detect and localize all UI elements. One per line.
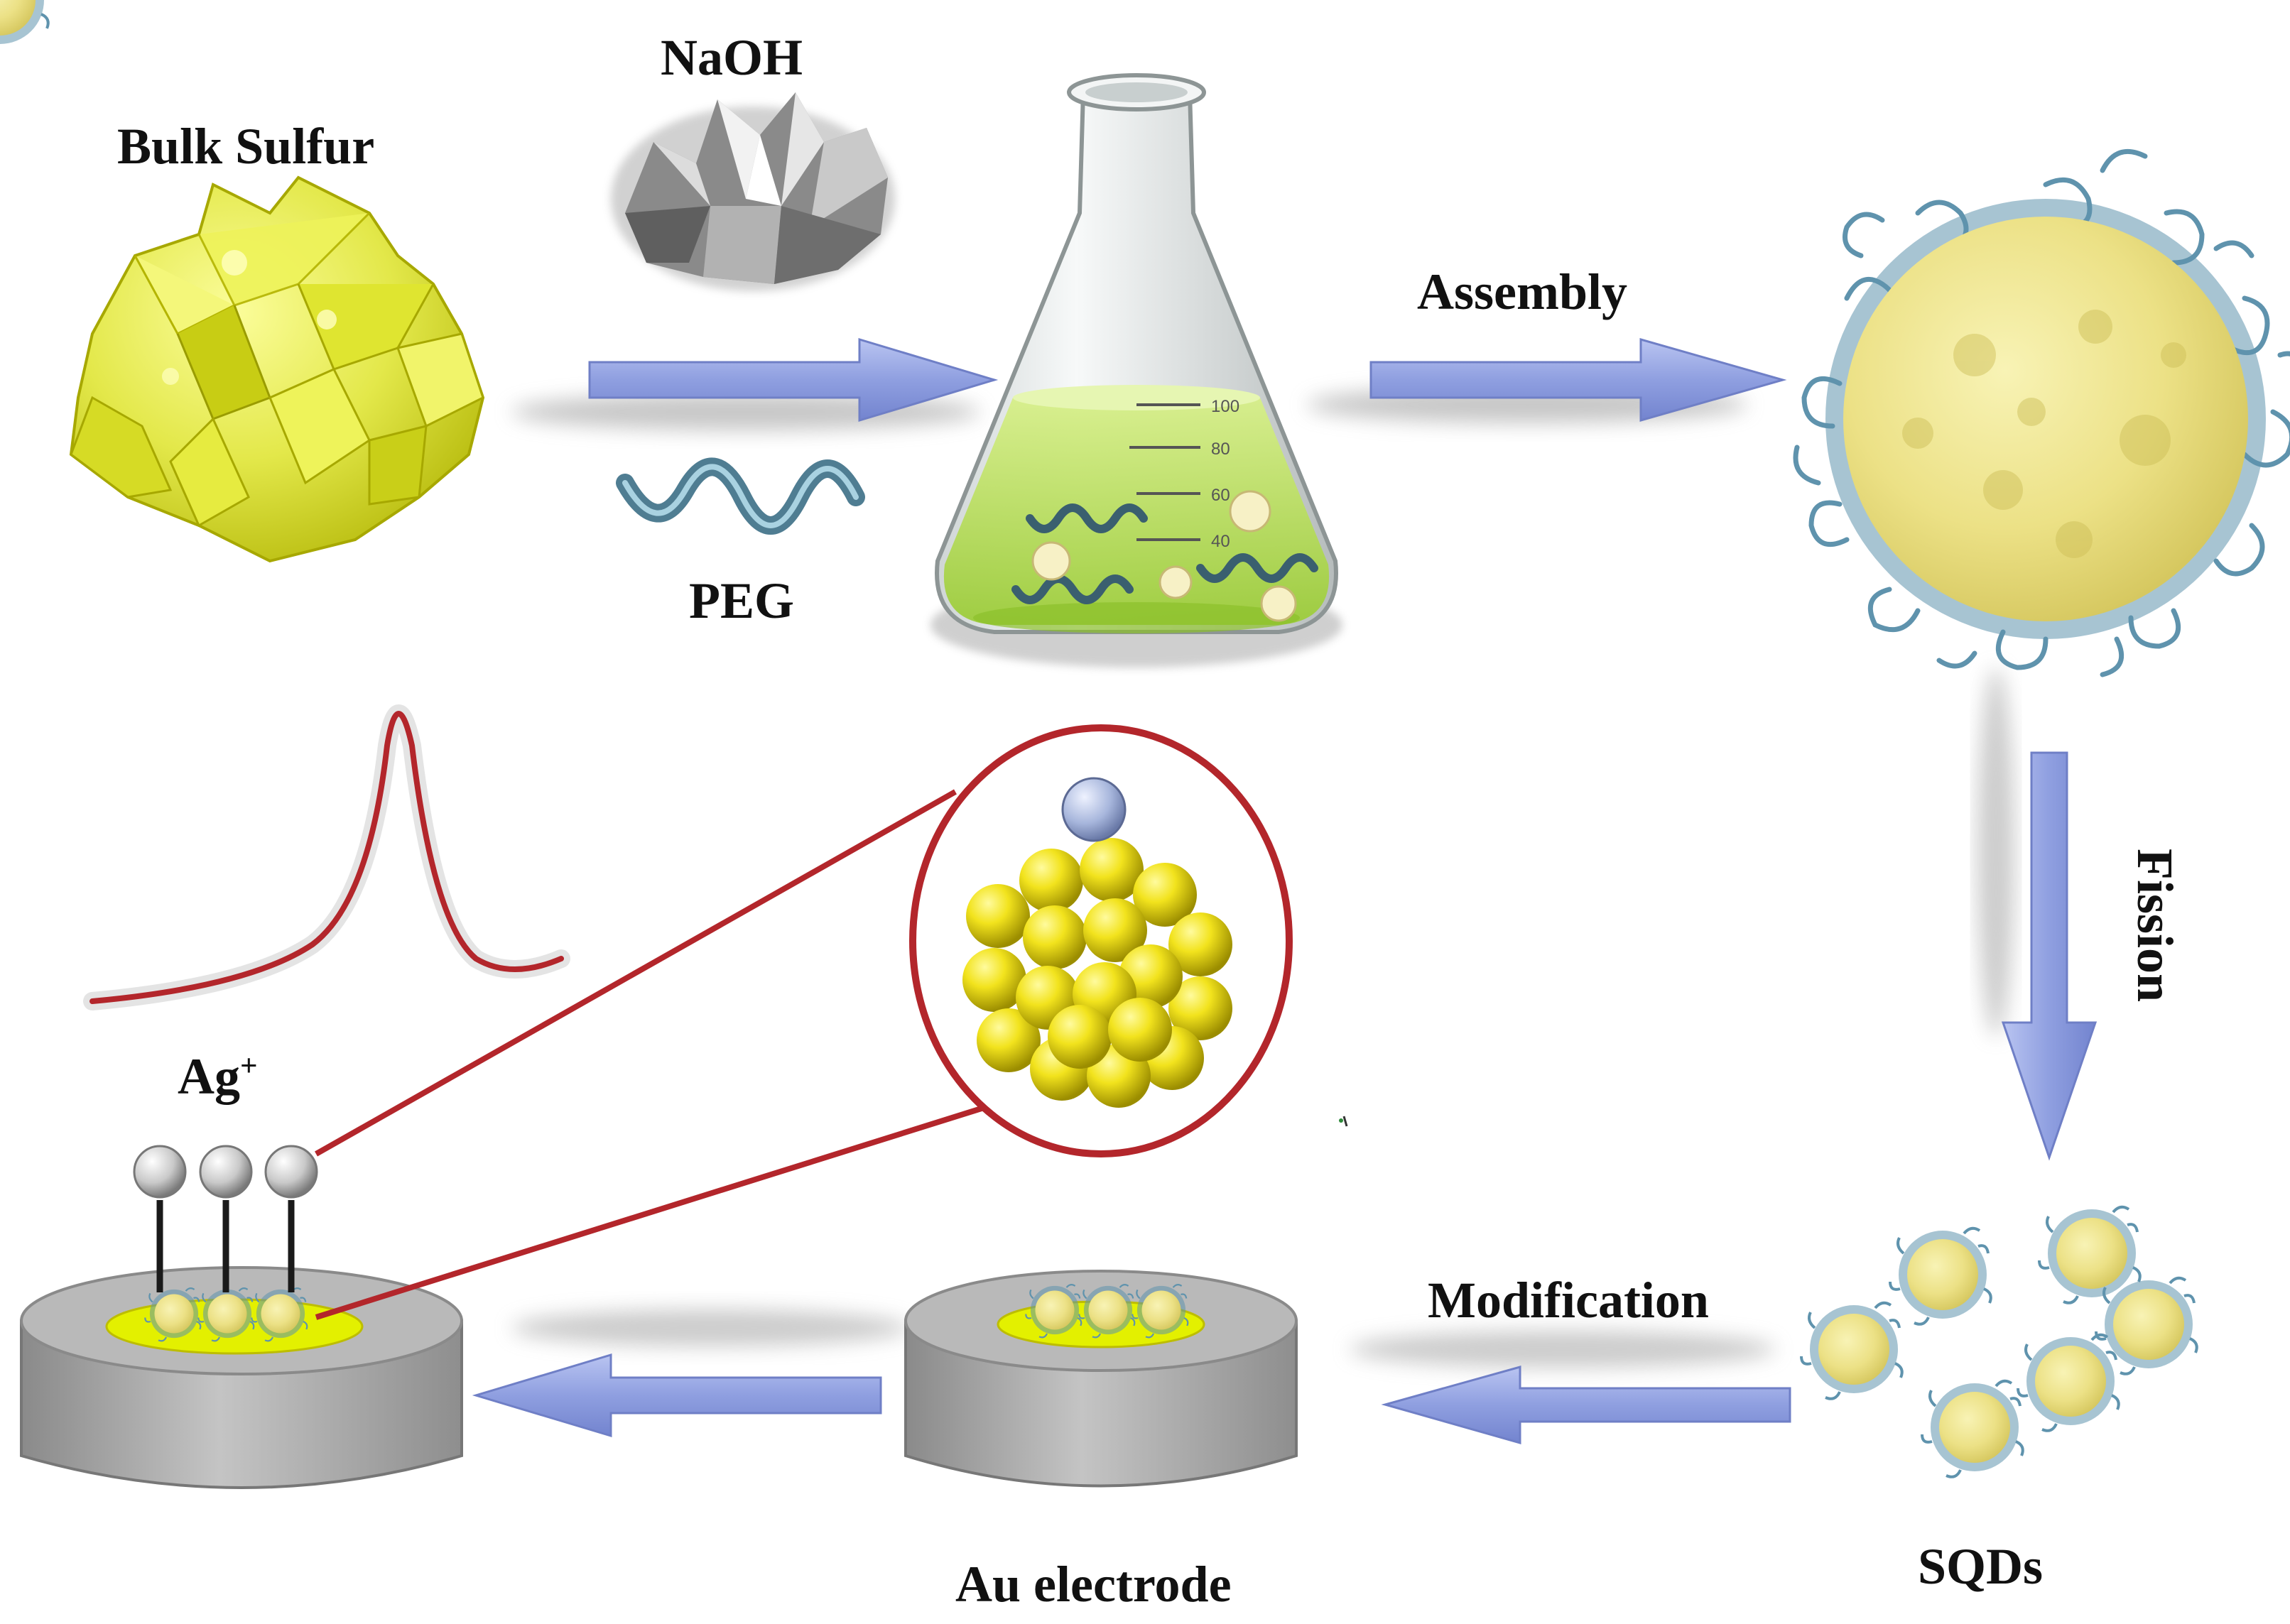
- label-assembly: Assembly: [1417, 263, 1628, 320]
- flask-scale-60: 60: [1211, 486, 1230, 505]
- zoom-line-top: [315, 789, 957, 1157]
- label-ag-charge: +: [240, 1050, 258, 1083]
- arrow-shadow: [1977, 667, 2014, 1037]
- peg-coated-sulfur-sphere: [1793, 148, 2290, 677]
- voltammetry-peak-line: [89, 711, 564, 1004]
- flask-scale-100: 100: [1211, 397, 1239, 416]
- voltammetry-peak-curve: [83, 704, 570, 1010]
- label-bulk-sulfur: Bulk Sulfur: [117, 118, 375, 175]
- flask-scale-80: 80: [1211, 440, 1230, 459]
- arrow-modification: [1381, 1366, 1791, 1444]
- label-modification: Modification: [1428, 1272, 1709, 1329]
- zoom-line-bottom: [315, 1105, 985, 1320]
- label-ag-ion: Ag+: [178, 1051, 258, 1102]
- label-naoh: NaOH: [661, 29, 803, 86]
- flask-scale-40: 40: [1211, 532, 1230, 551]
- arrow-assembly: [1369, 338, 1787, 422]
- sqd-cluster: [0, 0, 2198, 1478]
- sulfur-crystal-icon: [69, 175, 485, 563]
- erlenmeyer-flask-icon: 100 80 60 40: [930, 73, 1342, 667]
- arrow-shadow: [511, 1309, 909, 1346]
- label-sqds: SQDs: [1918, 1538, 2044, 1595]
- arrow-to-sensor: [472, 1353, 882, 1438]
- arrow-shadow: [1350, 1331, 1776, 1368]
- gold-cluster-with-silver-ion: [962, 777, 1232, 1108]
- naoh-flakes-icon: [611, 92, 895, 291]
- au-electrode-sensor: [20, 1145, 463, 1489]
- stray-mark: [1339, 1116, 1348, 1127]
- label-ag-base: Ag: [178, 1048, 240, 1105]
- label-au-electrode: Au electrode: [955, 1556, 1232, 1613]
- peg-chain-highlight: [622, 464, 859, 528]
- arrow-sulfur-to-flask: [588, 337, 999, 423]
- label-fission: Fission: [2127, 849, 2183, 1003]
- au-electrode-modified: [904, 1270, 1298, 1488]
- label-peg: PEG: [689, 572, 795, 629]
- arrow-fission: [2001, 751, 2098, 1161]
